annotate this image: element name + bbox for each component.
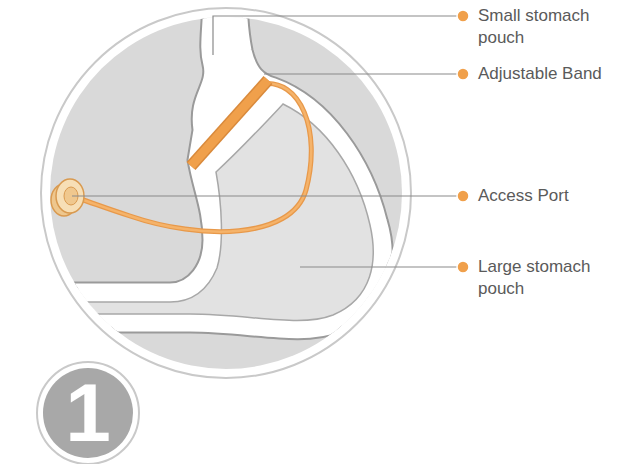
label-dot — [457, 10, 469, 22]
step-badge — [43, 368, 133, 458]
part-label: Large stomach pouch — [478, 256, 628, 300]
part-label: Access Port — [478, 185, 628, 207]
leader-line — [213, 16, 463, 55]
step-badge-ring — [37, 362, 139, 464]
label-dot — [457, 190, 469, 202]
label-dot — [457, 261, 469, 273]
band-outline — [191, 80, 268, 166]
large-pouch-interior — [20, 104, 373, 321]
callout-number: 1 — [48, 368, 128, 458]
leader-line — [264, 73, 463, 74]
label-dot — [457, 68, 469, 80]
leader-line — [300, 266, 463, 267]
adjustable-band — [191, 80, 268, 166]
stomach-lining — [20, 0, 390, 337]
stomach-wall — [20, 0, 390, 337]
part-label: Adjustable Band — [478, 63, 628, 85]
leader-line — [72, 195, 463, 196]
part-label: Small stomach pouch — [478, 5, 628, 49]
